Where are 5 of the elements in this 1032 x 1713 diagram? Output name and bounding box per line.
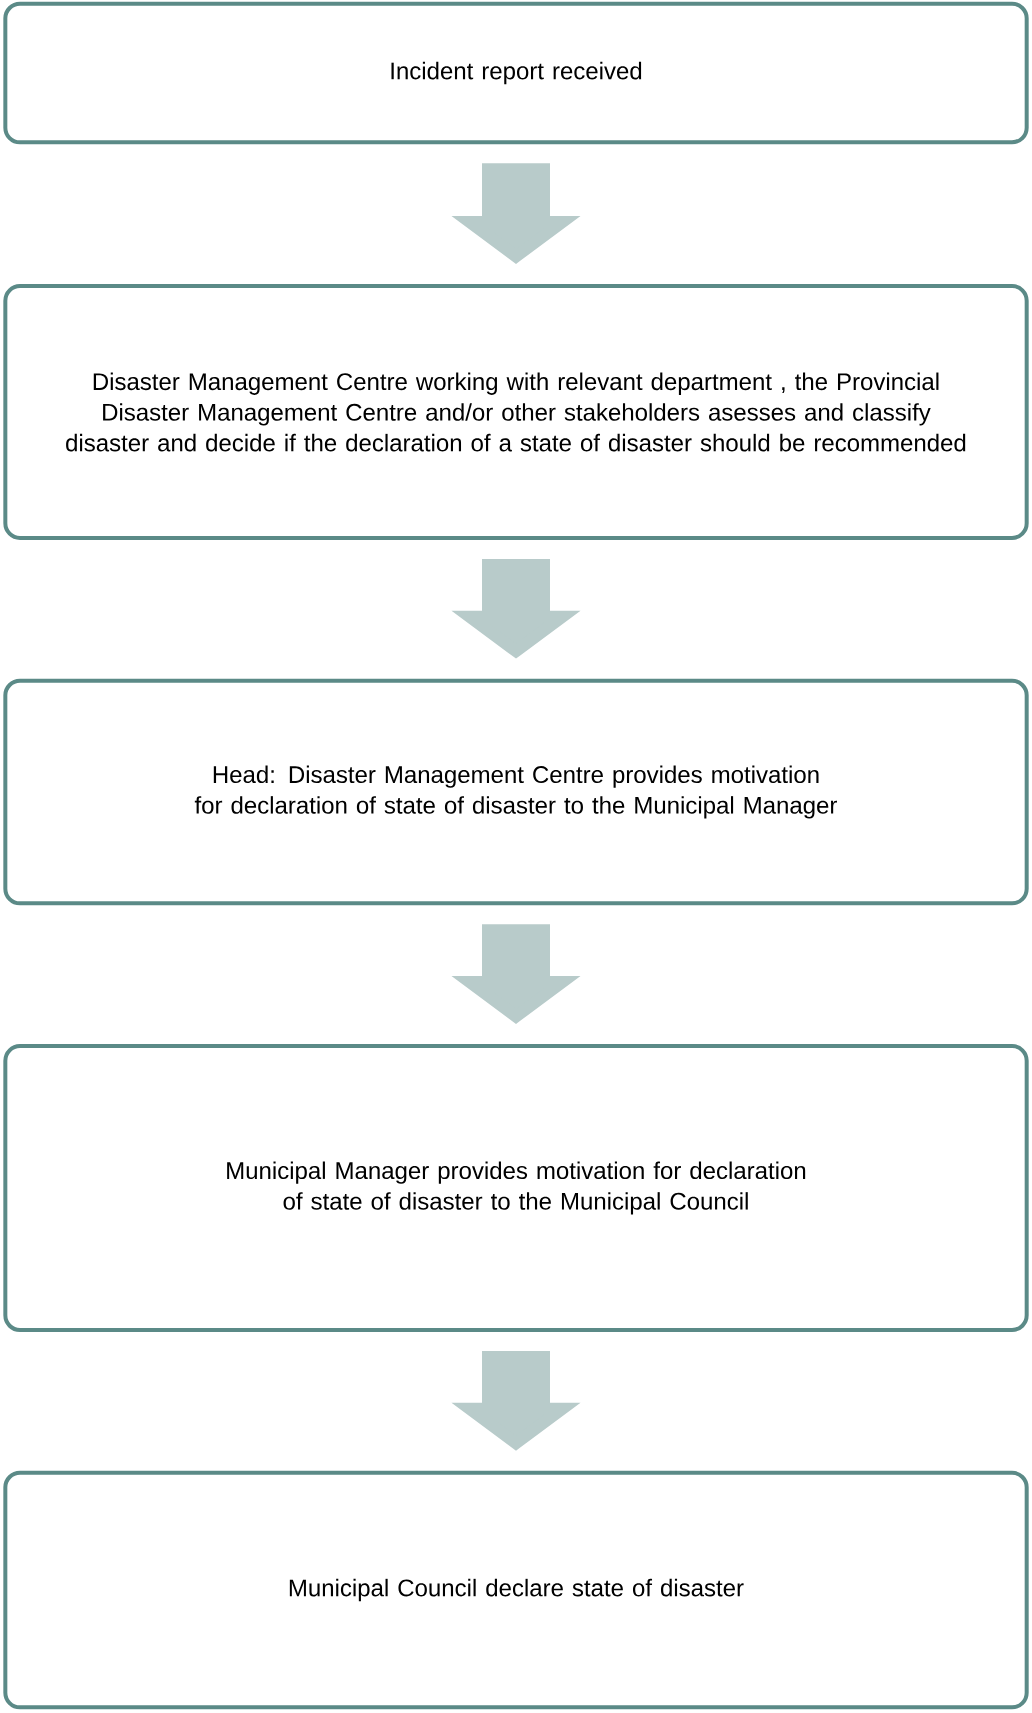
process-box: Disaster Management Centre working with relevant department , the Provincial Disaster Management Centre and/or other stakeholders asesses and classify disaster and decide if the declaration of a state of disaster should be recommended bbox=[3, 284, 1029, 540]
process-box: Municipal Manager provides motivation for declaration of state of disaster to the Municipal Council bbox=[3, 1044, 1029, 1332]
process-box: Municipal Council declare state of disaster bbox=[3, 1470, 1029, 1710]
process-box: Incident report received bbox=[3, 1, 1029, 145]
process-box: Head: Disaster Management Centre provides motivation for declaration of state of disaster to the Municipal Manager bbox=[3, 678, 1029, 906]
